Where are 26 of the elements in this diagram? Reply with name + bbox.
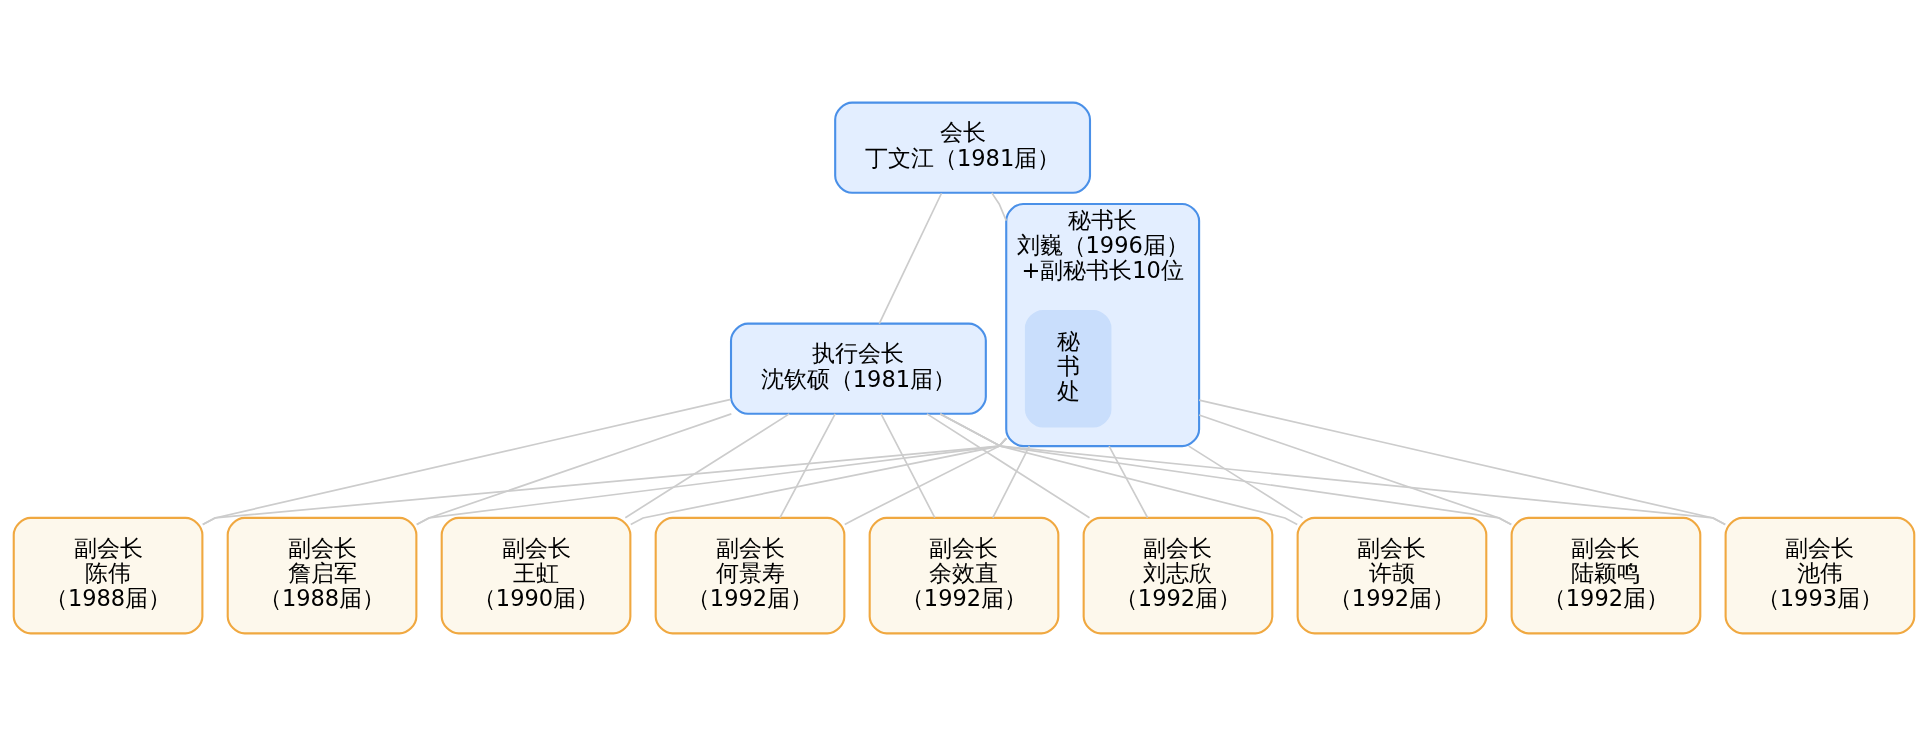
node-box: 会长 丁文江（1981届） xyxy=(834,101,1092,194)
connector xyxy=(990,192,1008,222)
node-box: 副会长 何景寿 （1992届） xyxy=(654,516,846,635)
connector xyxy=(624,413,791,519)
connector xyxy=(1198,414,1513,526)
node-box: 副会长 刘志欣 （1992届） xyxy=(1082,516,1274,635)
node-box: 副会长 詹启军 （1988届） xyxy=(226,516,418,635)
node-box: 副会长 许颉 （1992届） xyxy=(1296,516,1488,635)
node-box: 副会长 余效直 （1992届） xyxy=(868,516,1060,635)
connector xyxy=(201,437,1008,526)
connector xyxy=(926,413,1091,519)
node-box: 副会长 池伟 （1993届） xyxy=(1724,516,1916,635)
connector xyxy=(1108,445,1149,519)
connector xyxy=(1198,399,1727,526)
node-box: 副会长 王虹 （1990届） xyxy=(440,516,632,635)
connector xyxy=(629,437,1008,526)
connector xyxy=(878,192,943,325)
node-box: 副会长 陈伟 （1988届） xyxy=(12,516,204,635)
connector xyxy=(779,413,836,519)
node-box: 秘书处 xyxy=(1024,309,1112,428)
connector xyxy=(880,413,936,519)
connector xyxy=(1187,445,1304,519)
connector xyxy=(992,445,1031,519)
connector xyxy=(415,437,1008,526)
node-box: 执行会长 沈钦硕（1981届） xyxy=(729,322,987,415)
node-box: 副会长 陆颖鸣 （1992届） xyxy=(1510,516,1702,635)
